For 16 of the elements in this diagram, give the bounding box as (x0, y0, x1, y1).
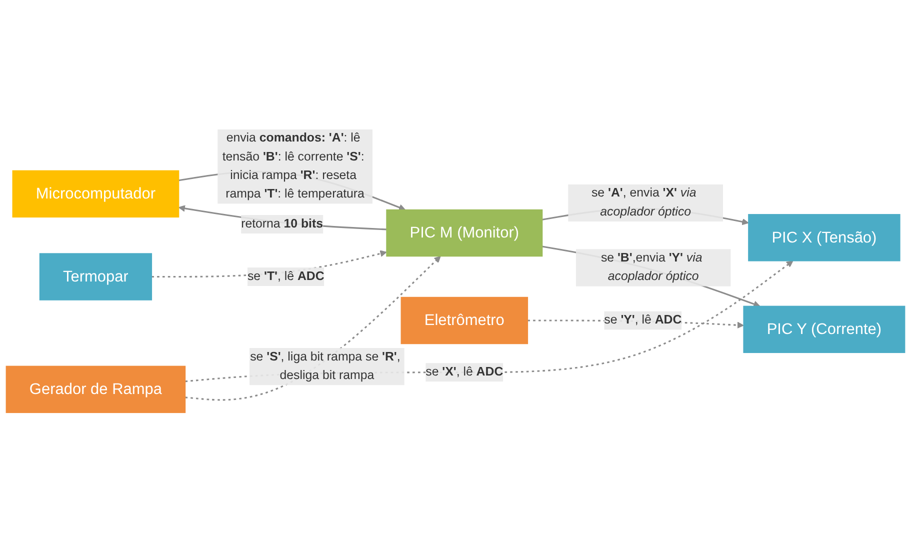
node-box: Termopar (39, 253, 152, 300)
edge-label: se 'B',envia 'Y' via acoplador óptico (600, 251, 702, 284)
edge-label: se 'Y', lê ADC (604, 314, 682, 327)
edge-label: se 'A', envia 'X' via acoplador óptico (591, 186, 696, 218)
node-box: Microcomputador (12, 170, 180, 218)
edge-label: se 'T', lê ADC (247, 270, 324, 283)
edge-label: se 'S', liga bit rampa se 'R', desliga bit rampa (250, 350, 400, 382)
edge-label: retorna 10 bits (241, 217, 324, 230)
node-box: PIC Y (Corrente) (743, 306, 906, 354)
node-box: PIC M (Monitor) (386, 209, 543, 257)
arrow (185, 256, 441, 401)
node-box: Gerador de Rampa (6, 366, 186, 414)
edge-label: se 'X', lê ADC (426, 365, 504, 379)
edge-label: envia comandos: 'A': lê tensão 'B': lê corrente 'S': inicia rampa 'R': reseta rampa 'T': lê temperatura (222, 132, 364, 201)
node-box: Eletrômetro (400, 296, 528, 344)
node-box: PIC X (Tensão) (748, 214, 900, 262)
